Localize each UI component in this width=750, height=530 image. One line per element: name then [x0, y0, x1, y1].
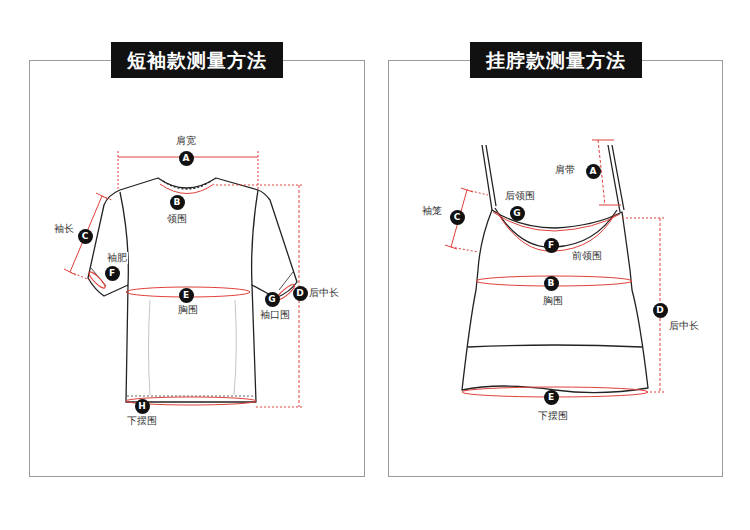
callout-letter-text: G [513, 209, 520, 218]
camisole-outline [462, 145, 648, 393]
callout-letter-text: G [268, 295, 275, 304]
tshirt-measure-lines [70, 196, 112, 280]
camisole-outline [608, 145, 624, 212]
callout-letter-text: C [454, 213, 461, 222]
panel-title: 挂脖款测量方法 [470, 42, 642, 78]
measure-label: 肩宽 [175, 135, 197, 147]
camisole-measure-lines [445, 188, 473, 249]
camisole-measure-lines [445, 140, 666, 397]
camisole-measure-lines [622, 218, 666, 392]
tshirt-outline [127, 396, 255, 397]
callout-letter-text: B [174, 198, 181, 207]
callout-letter: E [544, 390, 559, 405]
measure-label: 袖笼 [421, 205, 443, 217]
measure-label: 胸围 [177, 304, 199, 316]
callout-letter-text: E [183, 291, 189, 300]
callout-letter-text: D [656, 306, 663, 315]
callout-letter-text: F [109, 269, 115, 278]
callout-letter: G [265, 292, 280, 307]
callout-letter-text: E [548, 393, 554, 402]
callout-letter-text: H [138, 402, 146, 411]
measure-label: 后领围 [504, 190, 536, 202]
callout-letter: H [135, 399, 150, 414]
camisole-measure-lines [451, 190, 488, 252]
measure-label: 胸围 [542, 295, 564, 307]
tshirt-measure-lines [87, 270, 107, 290]
callout-letter: G [510, 206, 525, 221]
camisole-outline [468, 345, 642, 347]
camisole-outline [482, 145, 496, 210]
measure-label: 领围 [166, 213, 188, 225]
callout-letter: D [293, 286, 308, 301]
measure-label: 袖口围 [259, 309, 291, 321]
callout-letter-text: A [590, 167, 597, 176]
callout-letter: E [179, 288, 194, 303]
tshirt-measure-lines [118, 151, 258, 190]
callout-letter: F [544, 238, 559, 253]
callout-letter-text: F [548, 241, 554, 250]
tshirt-outline [279, 272, 293, 290]
tshirt-measure-lines [64, 151, 303, 407]
measure-label: 袖肥 [106, 252, 128, 264]
callout-letter: A [586, 164, 601, 179]
measure-label: 下摆围 [126, 415, 158, 427]
callout-letter: D [653, 303, 668, 318]
tshirt-outline [120, 192, 128, 285]
callout-letter-text: D [296, 289, 303, 298]
method-panel: 短袖款测量方法ABCFEDGH [29, 60, 365, 477]
callout-letter-text: A [183, 154, 190, 163]
tshirt-outline [234, 300, 236, 395]
callout-letter: F [105, 266, 120, 281]
callout-letter: C [78, 229, 93, 244]
measure-label: 后中长 [668, 320, 700, 332]
tshirt-measure-lines [216, 185, 303, 407]
callout-letter: A [179, 151, 194, 166]
measure-label: 后中长 [308, 287, 340, 299]
camisole-outline [462, 210, 648, 393]
callout-letter-text: C [82, 232, 89, 241]
measure-label: 下摆围 [537, 410, 569, 422]
callout-letter: B [544, 276, 559, 291]
tshirt-outline [88, 178, 297, 402]
tshirt-outline [252, 190, 258, 285]
callout-letter: B [170, 195, 185, 210]
measure-label: 前领围 [571, 250, 603, 262]
tshirt-outline [163, 181, 211, 189]
measure-label: 袖长 [53, 223, 75, 235]
tshirt-measure-lines [160, 184, 214, 194]
callout-letter: C [450, 210, 465, 225]
panel-title: 短袖款测量方法 [111, 42, 283, 78]
tshirt-outline [149, 300, 151, 395]
callout-letter-text: B [548, 279, 555, 288]
measure-label: 肩带 [554, 164, 576, 176]
tshirt-outline [88, 178, 297, 402]
